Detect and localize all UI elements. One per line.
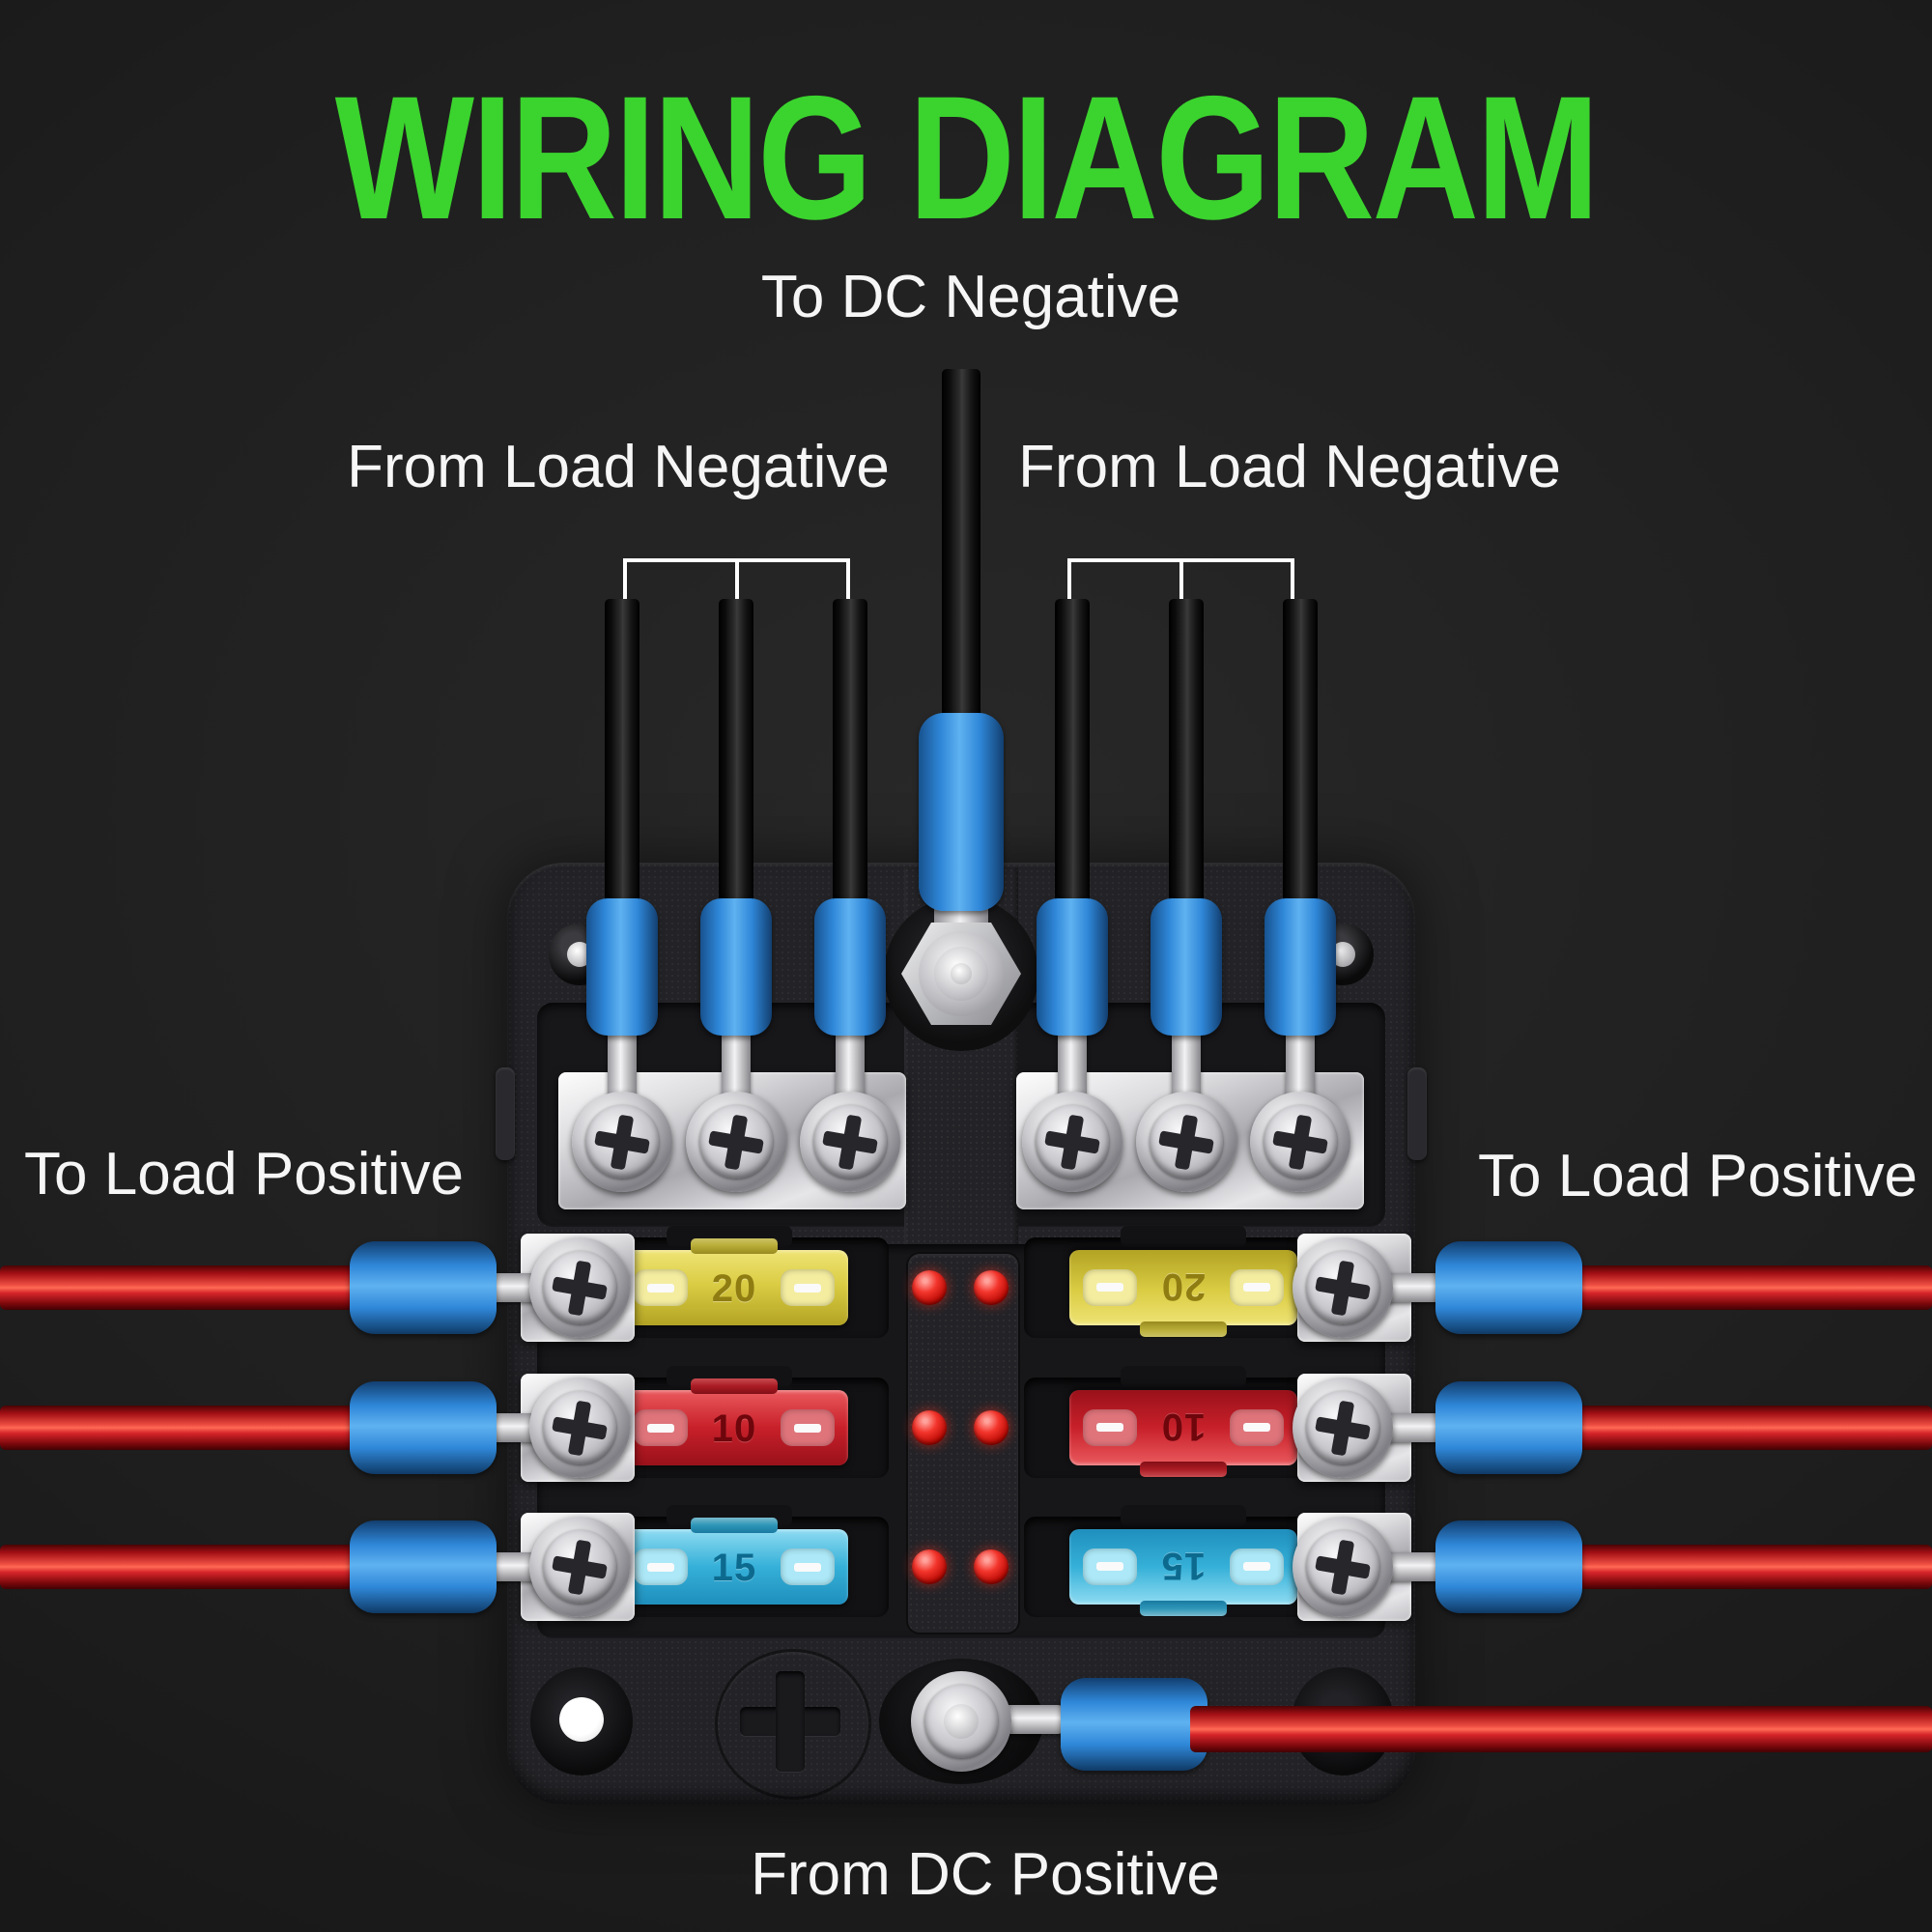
wire-load-negative (1169, 599, 1204, 927)
blue-connector (350, 1520, 497, 1613)
wire-dc-negative (942, 369, 980, 734)
wire-load-positive (1573, 1545, 1932, 1589)
label-to-dc-negative: To DC Negative (760, 264, 1181, 330)
phillips-screw (686, 1092, 786, 1192)
phillips-screw (1136, 1092, 1236, 1192)
wire-load-negative (833, 599, 867, 927)
phillips-screw (529, 1237, 630, 1338)
blue-connector (1037, 898, 1108, 1036)
wire-load-positive (0, 1545, 359, 1589)
plus-icon (776, 1671, 805, 1772)
blue-connector (350, 1241, 497, 1334)
fuse-20a-right: 20 (1069, 1250, 1297, 1325)
phillips-screw (1293, 1237, 1393, 1338)
label-from-load-negative-left: From Load Negative (347, 434, 890, 500)
wire-dc-positive (1190, 1706, 1932, 1752)
wire-load-positive (1573, 1406, 1932, 1450)
blue-connector (350, 1381, 497, 1474)
label-from-load-negative-right: From Load Negative (1018, 434, 1561, 500)
fuse-15a-left: 15 (620, 1529, 848, 1605)
phillips-screw (529, 1517, 630, 1617)
page-title: WIRING DIAGRAM (334, 59, 1600, 256)
blue-connector (586, 898, 658, 1036)
phillips-screw (529, 1378, 630, 1478)
blue-connector-dc-positive (1061, 1678, 1208, 1771)
led-indicator (974, 1410, 1009, 1445)
wire-load-negative (1055, 599, 1090, 927)
blue-connector (1435, 1241, 1582, 1334)
label-to-load-positive-right: To Load Positive (1478, 1143, 1918, 1209)
bracket-right (1067, 558, 1294, 607)
led-indicator (912, 1549, 947, 1584)
wire-load-negative (719, 599, 753, 927)
blue-connector (1151, 898, 1222, 1036)
phillips-screw (1022, 1092, 1122, 1192)
wire-load-positive (0, 1265, 359, 1310)
label-to-load-positive-left: To Load Positive (24, 1141, 464, 1208)
blue-connector (1264, 898, 1336, 1036)
led-indicator (974, 1549, 1009, 1584)
wire-load-positive (0, 1406, 359, 1450)
bracket-left (623, 558, 850, 607)
phillips-screw (1250, 1092, 1350, 1192)
mounting-hole-opening (559, 1697, 604, 1742)
phillips-screw (572, 1092, 672, 1192)
wire-load-positive (1573, 1265, 1932, 1310)
led-indicator (974, 1270, 1009, 1305)
fuse-10a-right: 10 (1069, 1390, 1297, 1465)
label-from-dc-positive: From DC Positive (751, 1841, 1220, 1908)
blue-connector (1435, 1381, 1582, 1474)
phillips-screw (1293, 1517, 1393, 1617)
wire-load-negative (605, 599, 639, 927)
led-indicator (912, 1270, 947, 1305)
fuse-15a-right: 15 (1069, 1529, 1297, 1605)
led-indicator (912, 1410, 947, 1445)
fuse-20a-left: 20 (620, 1250, 848, 1325)
box-side-tab-right (1407, 1067, 1427, 1160)
blue-connector (700, 898, 772, 1036)
blue-connector (814, 898, 886, 1036)
positive-symbol-ring (715, 1649, 871, 1800)
phillips-screw (1293, 1378, 1393, 1478)
box-side-tab-left (496, 1067, 515, 1160)
blue-connector (1435, 1520, 1582, 1613)
phillips-screw (800, 1092, 900, 1192)
fuse-10a-left: 10 (620, 1390, 848, 1465)
positive-stud-screw (911, 1671, 1011, 1772)
wire-load-negative (1283, 599, 1318, 927)
blue-connector-dc-negative (919, 713, 1004, 911)
stud-tip (951, 963, 972, 984)
